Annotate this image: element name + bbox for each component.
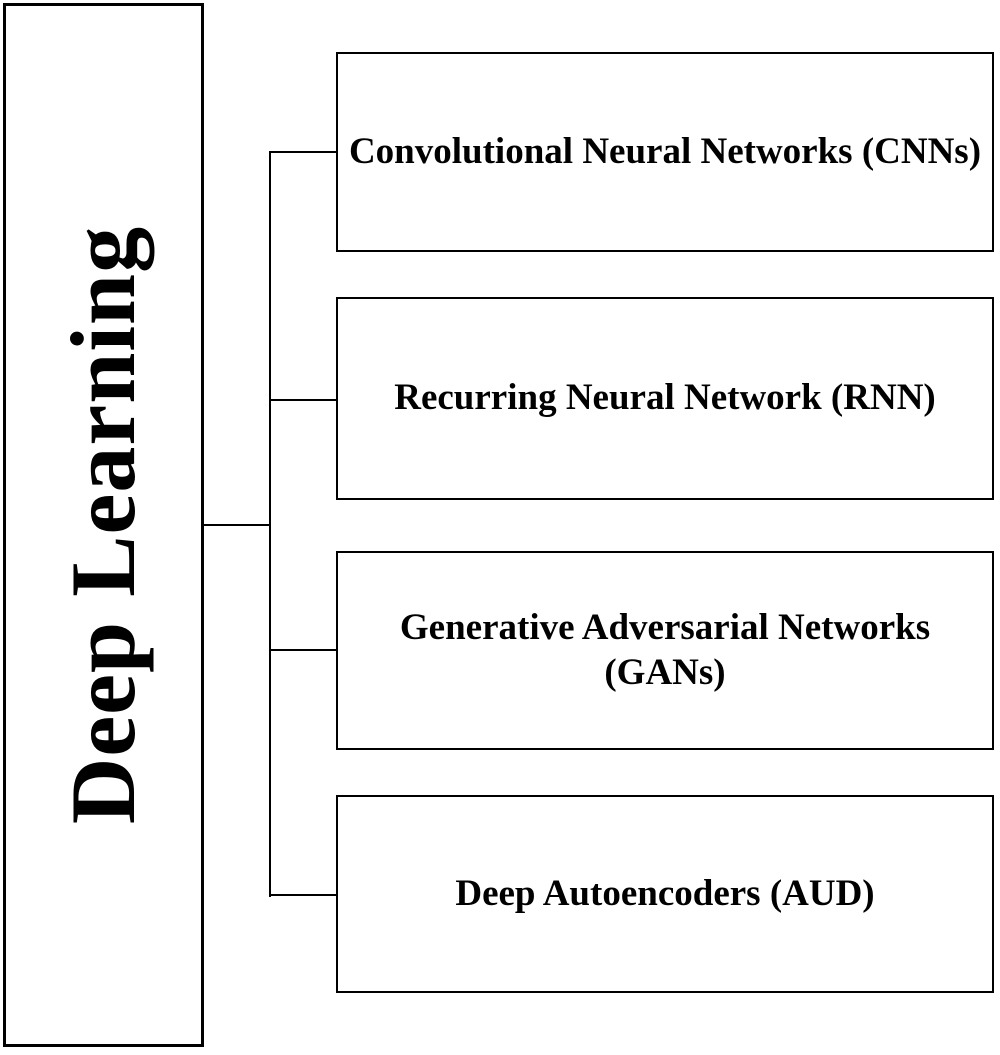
- connector-trunk: [269, 151, 271, 897]
- branch-box-cnns: Convolutional Neural Networks (CNNs): [336, 52, 994, 252]
- connector-branch-aud: [269, 894, 337, 896]
- branch-label-cnns: Convolutional Neural Networks (CNNs): [348, 130, 982, 172]
- branch-label-rnn: Recurring Neural Network (RNN): [394, 377, 936, 419]
- branch-box-rnn: Recurring Neural Network (RNN): [336, 297, 994, 500]
- connector-root-stub: [204, 524, 271, 526]
- root-label: Deep Learning: [52, 225, 155, 825]
- branch-label-gans: Generative Adversarial Networks (GANs): [399, 607, 931, 693]
- connector-branch-gans: [269, 649, 337, 651]
- branch-label-aud: Deep Autoencoders (AUD): [455, 872, 875, 914]
- branch-box-gans: Generative Adversarial Networks (GANs): [336, 551, 994, 750]
- root-box-deep-learning: Deep Learning: [3, 3, 204, 1047]
- connector-branch-cnns: [269, 151, 337, 153]
- connector-branch-rnn: [269, 399, 337, 401]
- branch-box-aud: Deep Autoencoders (AUD): [336, 795, 994, 993]
